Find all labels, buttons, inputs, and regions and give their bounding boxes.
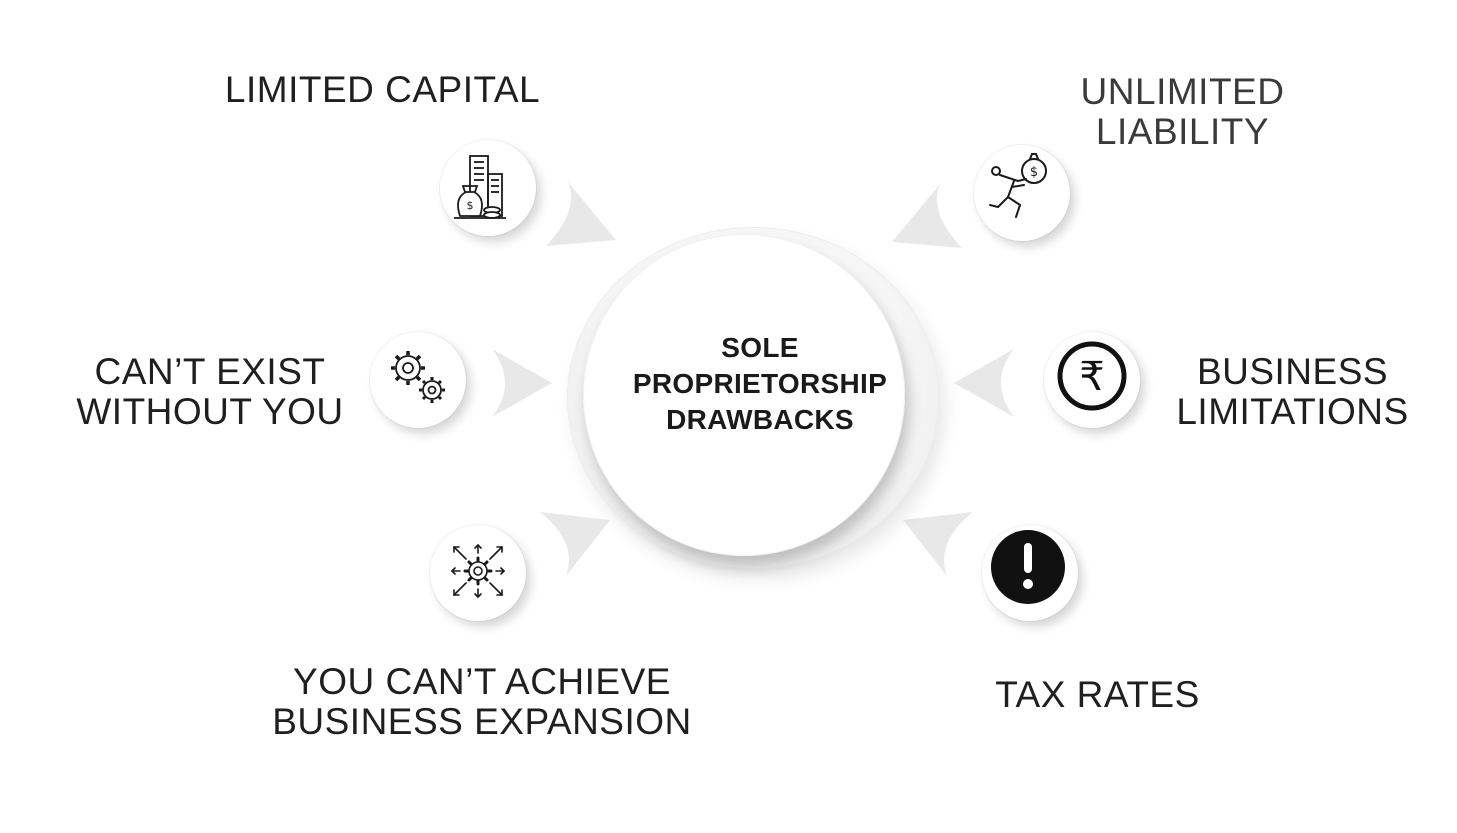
center-inner-circle <box>583 234 905 556</box>
rupee-icon: ₹ <box>1057 341 1127 411</box>
center-title: SOLE PROPRIETORSHIP DRAWBACKS <box>600 330 920 438</box>
label-limited-capital: LIMITED CAPITAL <box>205 70 560 110</box>
arrow-business-limitations <box>954 349 1014 417</box>
label-cant-exist: CAN’T EXIST WITHOUT YOU <box>60 352 360 432</box>
label-line: BUSINESS <box>1196 351 1389 392</box>
label-line: UNLIMITED <box>1080 71 1285 112</box>
label-line: CAN’T EXIST <box>94 351 326 392</box>
center-title-line: DRAWBACKS <box>666 404 854 435</box>
label-business-limitations: BUSINESS LIMITATIONS <box>1160 352 1425 432</box>
arrow-unlimited-liability <box>892 184 962 248</box>
exclamation-icon <box>991 530 1065 604</box>
svg-text:$: $ <box>467 199 474 212</box>
center-title-line: PROPRIETORSHIP <box>632 368 888 399</box>
icon-disc-business-limitations: ₹ <box>1044 332 1140 428</box>
icon-disc-tax-rates <box>982 525 1078 621</box>
icon-disc-limited-capital: $ <box>440 140 536 236</box>
label-business-expansion: YOU CAN’T ACHIEVE BUSINESS EXPANSION <box>262 662 702 742</box>
icon-disc-business-expansion <box>430 525 526 621</box>
label-tax-rates: TAX RATES <box>975 675 1220 715</box>
icon-disc-cant-exist <box>370 332 466 428</box>
label-line: LIMITED CAPITAL <box>224 69 541 110</box>
arrow-business-expansion <box>540 512 610 576</box>
label-line: TAX RATES <box>995 674 1200 715</box>
person-carrying-money-bag-icon: $ <box>989 153 1047 218</box>
icon-disc-unlimited-liability: $ <box>974 145 1070 241</box>
arrow-limited-capital <box>546 182 616 246</box>
gears-icon <box>391 351 445 403</box>
label-line: WITHOUT YOU <box>76 391 344 432</box>
label-line: BUSINESS EXPANSION <box>272 701 692 742</box>
svg-text:$: $ <box>1030 165 1038 180</box>
label-line: LIMITATIONS <box>1176 391 1409 432</box>
money-bag-buildings-icon: $ <box>454 155 506 219</box>
svg-text:₹: ₹ <box>1079 354 1104 400</box>
label-unlimited-liability: UNLIMITED LIABILITY <box>1050 72 1315 152</box>
label-line: YOU CAN’T ACHIEVE <box>293 661 671 702</box>
gear-expand-arrows-icon <box>450 543 506 599</box>
label-line: LIABILITY <box>1095 111 1270 152</box>
center-title-line: SOLE <box>721 332 799 363</box>
arrow-cant-exist <box>492 349 552 417</box>
arrow-tax-rates <box>903 512 973 576</box>
